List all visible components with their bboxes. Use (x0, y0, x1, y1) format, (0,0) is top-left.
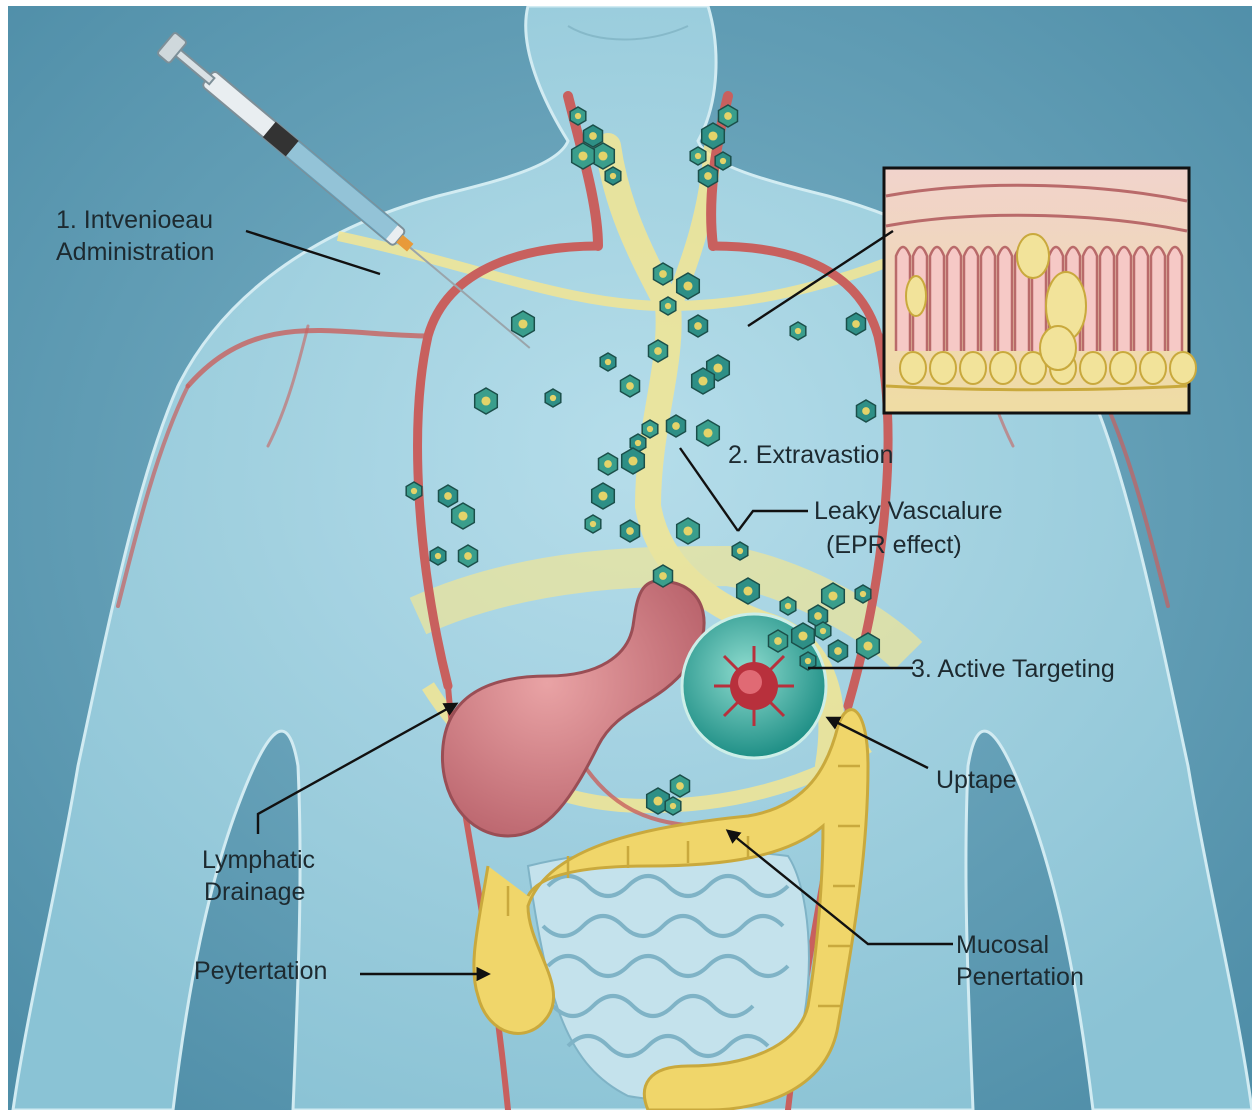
label-leaky-line1: Leaky Vascɩalure (814, 497, 1003, 525)
nanoparticle-core (828, 591, 837, 600)
nanoparticle-core (713, 363, 722, 372)
nanoparticle-core (862, 407, 870, 415)
epithelial-cell (930, 352, 956, 384)
nanoparticle-core (743, 586, 752, 595)
villus (1117, 247, 1131, 351)
villus (964, 247, 978, 351)
nanoparticle-core (814, 612, 822, 620)
nanoparticle-core (654, 347, 662, 355)
epithelial-cell (1110, 352, 1136, 384)
nanoparticle-core (694, 322, 702, 330)
villus (930, 247, 944, 351)
label-mucosal-line1: Mucosal (956, 931, 1049, 959)
diagram-canvas: 1. Intvenioeau Administration 2. Extrava… (8, 6, 1252, 1110)
nanoparticle-core (852, 320, 860, 328)
nanoparticle-core (518, 319, 527, 328)
nanoparticle-core (695, 153, 701, 159)
nanoparticle-core (610, 173, 616, 179)
villus (947, 247, 961, 351)
nanoparticle-core (411, 488, 417, 494)
nanoparticle-core (628, 456, 637, 465)
nanoparticle-core (704, 172, 712, 180)
nanoparticle-core (820, 628, 826, 634)
nanoparticle-core (683, 281, 692, 290)
nanoparticle-core (659, 572, 667, 580)
label-administration-line2: Administration (56, 238, 214, 266)
nanoparticle-core (444, 492, 452, 500)
nanoparticle-core (659, 270, 667, 278)
villus (998, 247, 1012, 351)
nanoparticle-core (670, 803, 676, 809)
label-lymphatic-line2: Drainage (204, 878, 305, 906)
villus (981, 247, 995, 351)
nanoparticle-core (805, 658, 811, 664)
label-uptake: Uptape (936, 766, 1017, 794)
label-administration-line1: 1. Intvenioeau (56, 206, 213, 234)
label-peytertation: Peytertation (194, 957, 327, 985)
nanoparticle-core (737, 548, 743, 554)
nanoparticle-core (578, 151, 587, 160)
nanoparticle-core (860, 591, 866, 597)
nanoparticle-core (774, 637, 782, 645)
tumor-cell-icon (714, 646, 794, 726)
nanoparticle-core (575, 113, 581, 119)
nanoparticle-core (672, 422, 680, 430)
nanoparticle-core (798, 631, 807, 640)
nanoparticle-core (481, 396, 490, 405)
nanoparticle-core (703, 428, 712, 437)
villus (1100, 247, 1114, 351)
nanoparticle-core (598, 151, 607, 160)
label-leaky-line2: (EPR effect) (826, 531, 962, 559)
villus (1134, 247, 1148, 351)
epithelial-cell (1170, 352, 1196, 384)
nanoparticle-core (698, 376, 707, 385)
nanoparticle-core (647, 426, 653, 432)
nanoparticle-core (435, 553, 441, 559)
nanoparticle-core (720, 158, 726, 164)
nanoparticle-core (626, 382, 634, 390)
epithelial-cell (900, 352, 926, 384)
nanoparticle-core (724, 112, 732, 120)
nanoparticle-core (626, 527, 634, 535)
nanoparticle-core (458, 511, 467, 520)
epithelial-cell (1140, 352, 1166, 384)
nanoparticle-core (676, 782, 684, 790)
mucosa-inset (884, 168, 1196, 413)
villus (1151, 247, 1165, 351)
label-lymphatic-line1: Lymphatic (202, 846, 315, 874)
villus (1168, 247, 1182, 351)
nanoparticle-core (464, 552, 472, 560)
nanoparticle-core (590, 521, 596, 527)
absorbed-particle (1040, 326, 1076, 370)
nanoparticle-core (550, 395, 556, 401)
nanoparticle-core (653, 796, 662, 805)
nanoparticle-core (604, 460, 612, 468)
nanoparticle-core (683, 526, 692, 535)
nanoparticle-core (785, 603, 791, 609)
nanoparticle-core (665, 303, 671, 309)
nanoparticle-core (795, 328, 801, 334)
nanoparticle-core (708, 131, 717, 140)
nanoparticle-core (589, 132, 597, 140)
nanoparticle-core (605, 359, 611, 365)
label-active-targeting: 3. Active Targeting (911, 655, 1115, 683)
nanoparticle-core (834, 647, 842, 655)
epithelial-cell (1080, 352, 1106, 384)
nanoparticle-core (598, 491, 607, 500)
absorbed-particle (1017, 234, 1049, 278)
label-mucosal-line2: Penertation (956, 963, 1084, 991)
absorbed-particle (906, 276, 926, 316)
epithelial-cell (960, 352, 986, 384)
nanoparticle-core (863, 641, 872, 650)
nanoparticle-core (635, 440, 641, 446)
epithelial-cell (990, 352, 1016, 384)
label-extravasation: 2. Extravastion (728, 441, 893, 469)
